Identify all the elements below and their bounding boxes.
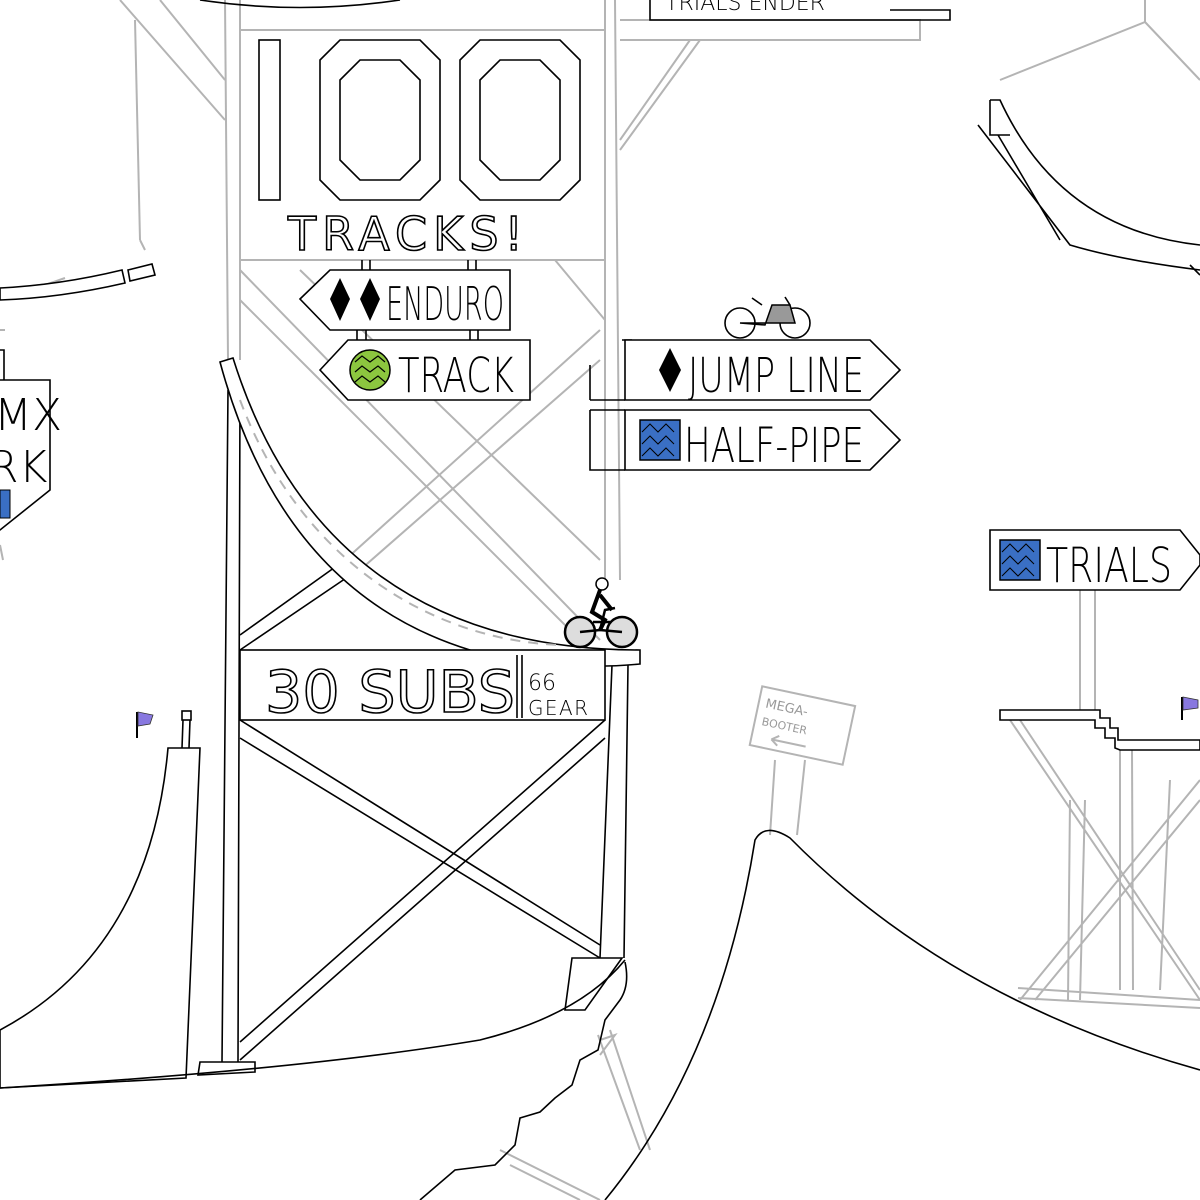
halfpipe-top-right <box>977 99 1200 276</box>
trials-ender-sign: TRIALS ENDER <box>649 0 951 21</box>
top-ramp <box>199 0 401 9</box>
ground-line <box>0 959 626 1089</box>
left-jump <box>0 710 201 1089</box>
mega-booter-sign: MEGA- BOOTER <box>748 685 857 766</box>
player-rider[interactable] <box>563 577 639 649</box>
bmx-park-label-2: RK <box>0 442 48 493</box>
bmx-park-label-1: MX <box>0 390 62 441</box>
trials-ender-label: TRIALS ENDER <box>665 0 825 16</box>
green-circle-icon <box>349 349 391 391</box>
half-pipe-label: HALF-PIPE <box>684 418 864 474</box>
checkpoint-flag-right <box>1181 696 1199 720</box>
rocky-slope <box>419 961 628 1200</box>
black-diamond-icon <box>659 348 681 392</box>
enduro-sign[interactable]: ENDURO <box>298 260 511 340</box>
gear-number: 66 <box>528 671 556 696</box>
bmx-park-sign[interactable]: MX RK <box>0 349 62 531</box>
big-hill <box>604 829 1200 1200</box>
double-black-diamond-icon <box>330 278 380 321</box>
hundred-tracks-sign: 100 TRACKS! <box>258 39 581 262</box>
track-label: TRACK <box>398 348 514 404</box>
trials-sign[interactable]: TRIALS <box>989 529 1200 594</box>
gear-label: GEAR <box>528 696 588 720</box>
subs-board: 30 SUBS 66 GEAR <box>239 649 606 727</box>
enduro-label: ENDURO <box>386 277 504 331</box>
bike-icon <box>724 296 811 339</box>
jump-line-label: JUMP LINE <box>688 348 864 404</box>
tracks-label: TRACKS! <box>287 207 523 261</box>
trials-label: TRIALS <box>1046 538 1172 594</box>
main-tower <box>197 389 629 1076</box>
jump-line-sign[interactable]: JUMP LINE <box>589 339 902 404</box>
track-sign[interactable]: TRACK <box>318 339 531 404</box>
stairs-platform <box>999 709 1200 751</box>
subs-label: 30 SUBS <box>265 658 515 726</box>
half-pipe-sign[interactable]: HALF-PIPE <box>589 409 902 474</box>
left-ledge <box>0 263 156 301</box>
checkpoint-flag <box>136 711 154 738</box>
